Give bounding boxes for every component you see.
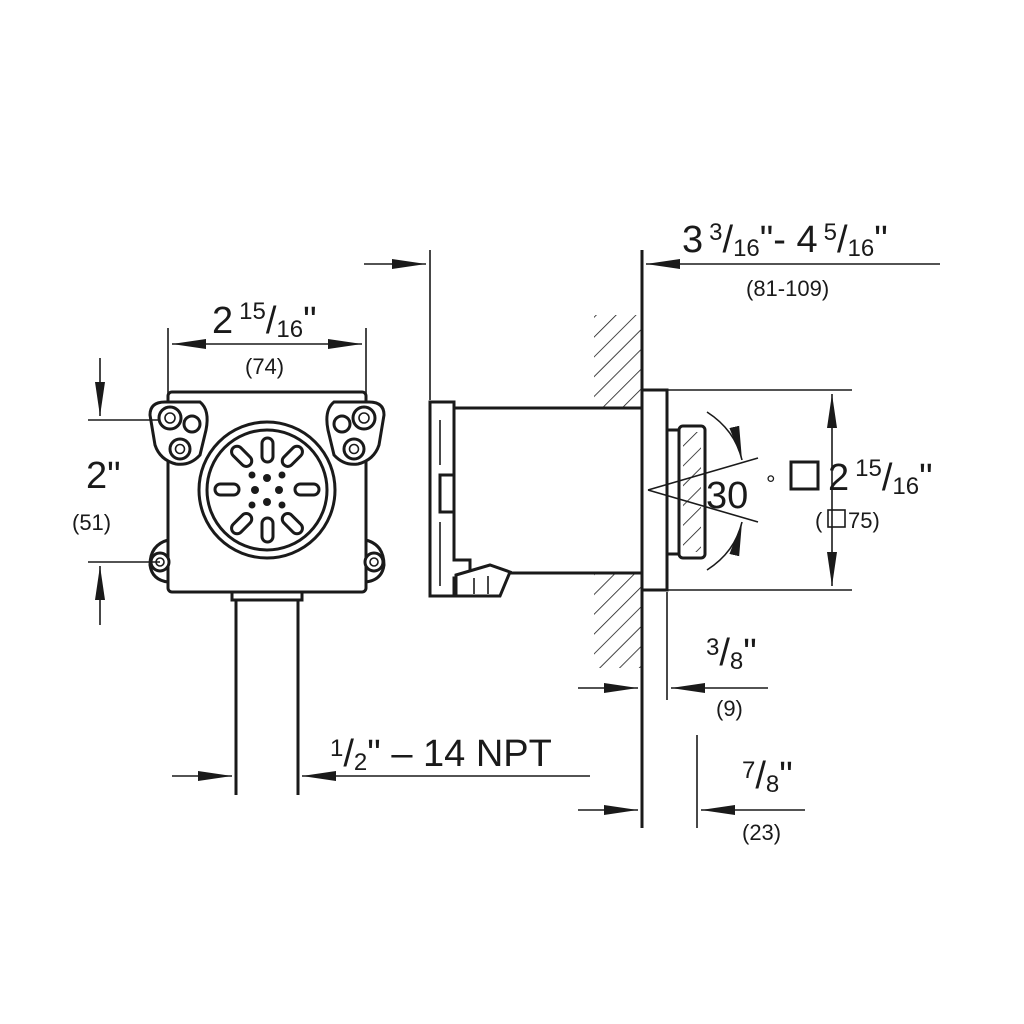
angle-label: 30	[706, 475, 748, 517]
depth-metric: (81-109)	[746, 276, 829, 301]
plate-metric: 75)	[848, 508, 880, 533]
outlet-elbow	[454, 563, 512, 598]
angle-degree: °	[766, 471, 776, 498]
plate-metric-open: (	[815, 508, 823, 533]
width-dimension	[167, 328, 367, 398]
front-view	[88, 328, 590, 795]
angle-indicator	[647, 411, 759, 571]
outlet-collar	[230, 590, 304, 602]
wall-hatch-top	[594, 315, 642, 408]
plate-thickness-dimension	[578, 592, 768, 700]
rear-bracket	[428, 400, 512, 598]
width-metric: (74)	[245, 354, 284, 379]
face-depth-label: 7/8"	[742, 755, 793, 798]
thread-label: 1/2" – 14 NPT	[330, 733, 552, 776]
height-label: 2"	[86, 455, 121, 497]
plate-height-dimension	[667, 389, 852, 591]
wall-hatch-bottom	[594, 573, 642, 668]
mounting-lug-bottom-right	[363, 538, 386, 584]
face-depth-metric: (23)	[742, 820, 781, 845]
depth-dimension	[364, 250, 940, 400]
spray-head-side	[665, 424, 707, 560]
height-metric: (51)	[72, 510, 111, 535]
cover-plate	[640, 388, 669, 592]
height-dimension	[88, 358, 160, 625]
plate-thickness-metric: (9)	[716, 696, 743, 721]
plate-thickness-label: 3/8"	[706, 632, 757, 675]
square-symbol-small	[827, 509, 846, 528]
spray-nozzles	[213, 436, 321, 544]
mounting-lug-top-right	[325, 400, 386, 466]
mounting-lug-top-left	[148, 400, 209, 466]
body-side-outline	[452, 406, 644, 575]
spray-face	[197, 420, 337, 560]
square-symbol	[789, 460, 820, 491]
mounting-lug-bottom-left	[148, 538, 171, 584]
face-depth-dimension	[578, 735, 805, 828]
side-view	[364, 250, 940, 828]
